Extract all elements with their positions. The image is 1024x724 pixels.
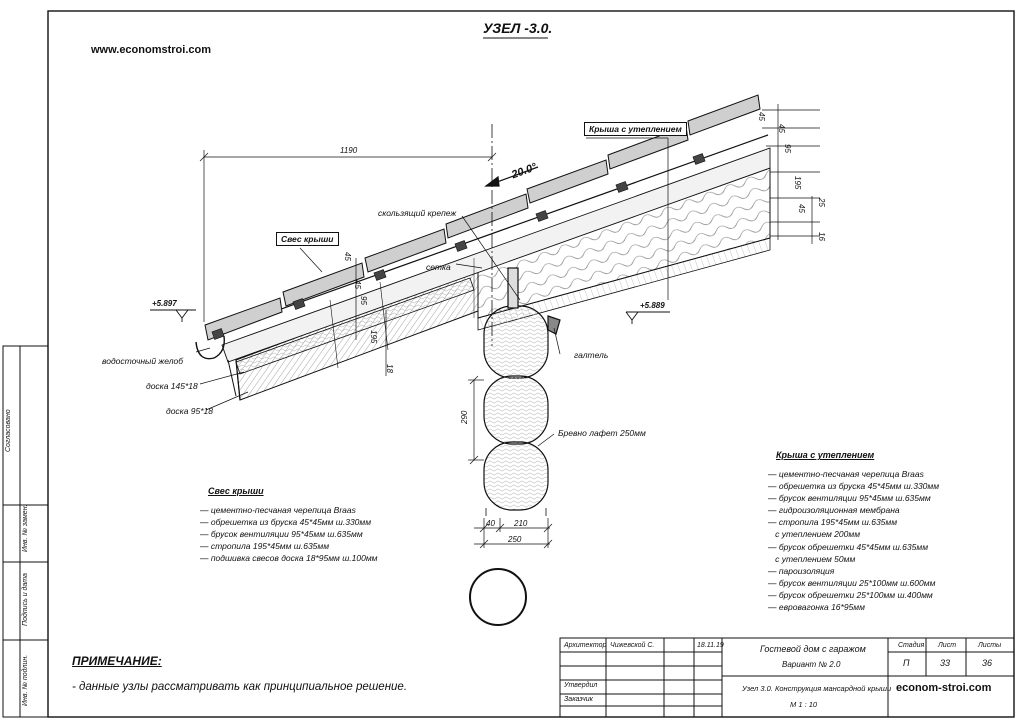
tb-project: Гостевой дом с гаражом xyxy=(760,644,866,654)
elevation-right: +5.889 xyxy=(640,301,665,310)
dim-overhang-value: 1190 xyxy=(340,146,358,155)
stamp-inv-orig: Инв. № подлин. xyxy=(22,654,29,706)
tb-role-approved: Утвердил xyxy=(564,682,598,689)
side-stamp xyxy=(2,345,49,718)
spec-roof-item: — стропила 195*45мм ш.635мм xyxy=(768,517,898,528)
label-caulk: галтель xyxy=(574,350,609,360)
dim-overhang xyxy=(199,150,497,322)
tb-sheet: 33 xyxy=(940,658,951,668)
elevation-left: +5.897 xyxy=(152,299,177,308)
stamp-sign-date: Подпись и дата xyxy=(22,573,29,626)
label-gutter: водосточный желоб xyxy=(102,356,183,366)
tb-stage: П xyxy=(903,658,910,668)
dim-side-45: 45 xyxy=(797,204,806,213)
slope-arrow xyxy=(484,166,539,187)
callout-roof-insulated: Крыша с утеплением xyxy=(584,122,687,136)
spec-roof-item: — брусок обрешетки 25*100мм ш.400мм xyxy=(768,589,933,600)
lining-layer xyxy=(477,237,771,331)
spec-roof-item: — брусок вентиляции 95*45мм ш.635мм xyxy=(768,493,931,504)
note-text: - данные узлы рассматривать как принципи… xyxy=(72,681,408,693)
spec-overhang-item: — цементно-песчаная черепица Braas xyxy=(200,505,356,515)
spec-roof-item: — обрешетка из бруска 45*45мм ш.330мм xyxy=(768,481,940,492)
dim-ov-95: 95 xyxy=(359,296,368,305)
dim-right-layers xyxy=(762,104,820,244)
log-wall xyxy=(483,267,561,516)
spec-overhang-title: Свес крыши xyxy=(208,486,264,496)
spec-roof-item: с утеплением 50мм xyxy=(775,553,856,564)
tb-sheets: 36 xyxy=(982,658,993,668)
dim-overhang-layers xyxy=(355,258,387,376)
spec-roof-item: — гидроизоляционная мембрана xyxy=(768,505,900,516)
label-sliding-fastener: скользящий крепеж xyxy=(378,208,457,218)
leader-lines xyxy=(195,137,669,447)
dim-log-height-value: 290 xyxy=(460,410,469,424)
label-board-95: доска 95*18 xyxy=(166,406,213,416)
spec-overhang-item: — подшивка свесов доска 18*95мм ш.100мм xyxy=(200,553,378,564)
roof-assembly xyxy=(213,134,771,401)
tb-sheet-title: Узел 3.0. Конструкция мансардной крыши xyxy=(742,684,892,693)
dim-top-195: 195 xyxy=(793,176,802,190)
dim-ov-195: 195 xyxy=(369,330,378,344)
spec-roof-title: Крыша с утеплением xyxy=(776,450,875,460)
tile-clips xyxy=(211,153,706,340)
dim-ov-18: 18 xyxy=(385,364,394,373)
dim-top-45b: 45 xyxy=(777,124,786,133)
spec-roof-item: с утеплением 200мм xyxy=(775,529,861,540)
dim-log-height xyxy=(468,375,484,465)
dim-210: 210 xyxy=(514,519,528,528)
roof-tiles xyxy=(204,94,761,341)
tb-role-customer: Заказчик xyxy=(564,696,593,703)
website-watermark: www.economstroi.com xyxy=(91,44,212,56)
spec-roof-item: — цементно-песчаная черепица Braas xyxy=(768,469,924,479)
dim-top-45: 45 xyxy=(757,112,766,121)
dim-ov-45b: 45 xyxy=(353,280,362,289)
stamp-approved: Согласовано xyxy=(5,409,12,452)
tb-architect-name: Чижевской С. xyxy=(610,642,655,649)
spec-roof-item: — пароизоляция xyxy=(768,565,835,576)
tb-date: 18.11.19 xyxy=(697,642,724,649)
tb-scale: М 1 : 10 xyxy=(790,700,818,709)
stamp-inv-replace: Инв. № замен. xyxy=(22,504,29,553)
elevation-marks xyxy=(150,309,670,324)
dim-top-95: 95 xyxy=(783,144,792,153)
label-board-145: доска 145*18 xyxy=(146,381,198,391)
spec-roof-item: — брусок вентиляции 25*100мм ш.600мм xyxy=(768,577,936,588)
title-block xyxy=(559,637,1015,718)
label-log: Бревно лафет 250мм xyxy=(558,428,646,438)
dim-250: 250 xyxy=(508,535,522,544)
spec-overhang: Свес крыши — цементно-песчаная черепица … xyxy=(200,486,377,564)
spec-roof: Крыша с утеплением — цементно-песчаная ч… xyxy=(768,450,939,613)
spec-roof-item: — евровагонка 16*95мм xyxy=(768,602,865,613)
tb-stage-header: Стадия xyxy=(898,642,925,649)
tb-sheets-header: Листы xyxy=(978,642,1002,649)
spec-overhang-item: — стропила 195*45мм ш.635мм xyxy=(200,541,330,552)
tb-site: econom-stroi.com xyxy=(896,682,992,694)
spec-overhang-item: — обрешетка из бруска 45*45мм ш.330мм xyxy=(200,517,372,528)
dim-side-16: 16 xyxy=(817,232,826,241)
page-title: УЗЕЛ -3.0. xyxy=(483,20,553,36)
spec-roof-item: — брусок обрешетки 45*45мм ш.635мм xyxy=(768,541,929,552)
note-title: ПРИМЕЧАНИЕ: xyxy=(72,654,162,668)
tb-variant: Вариант № 2.0 xyxy=(782,660,841,669)
callout-overhang: Свес крыши xyxy=(276,232,339,246)
pipe-section xyxy=(469,568,527,626)
tb-sheet-header: Лист xyxy=(938,642,957,649)
dim-side-25: 25 xyxy=(817,198,826,207)
dim-ov-45: 45 xyxy=(343,252,352,261)
vent-bar xyxy=(221,147,771,363)
dim-40: 40 xyxy=(486,519,495,528)
dim-bottom xyxy=(474,518,553,549)
label-mesh: сетка xyxy=(426,262,451,272)
tb-role-architect: Архитектор xyxy=(564,642,607,649)
spec-overhang-item: — брусок вентиляции 95*45мм ш.635мм xyxy=(200,529,363,540)
